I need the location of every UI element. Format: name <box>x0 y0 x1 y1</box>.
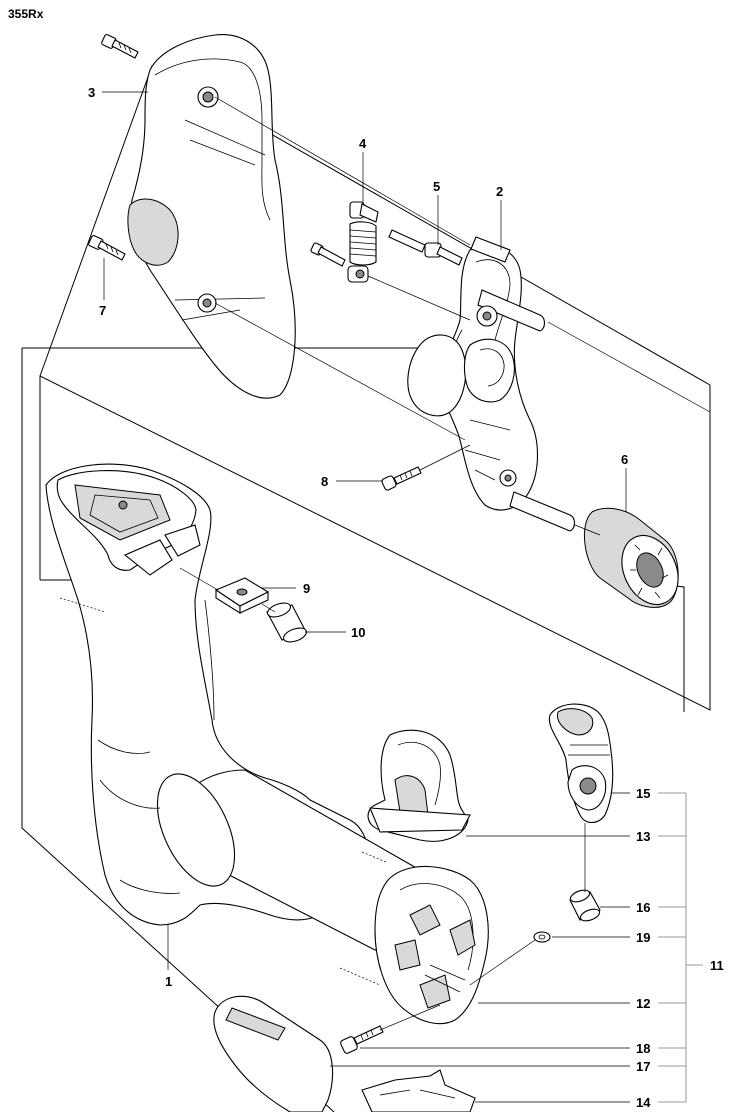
screw-left-small <box>310 242 346 267</box>
callout-3: 3 <box>88 85 95 100</box>
screw-18 <box>340 1025 384 1054</box>
callout-1: 1 <box>165 974 172 989</box>
callout-11: 11 <box>710 958 724 973</box>
part-6-damper <box>584 507 679 608</box>
callout-18: 18 <box>636 1041 650 1056</box>
part-5-pin <box>388 229 463 266</box>
callout-9: 9 <box>303 581 310 596</box>
callout-4: 4 <box>359 136 367 151</box>
screw-8 <box>381 466 422 491</box>
part-14-lever <box>361 1069 476 1112</box>
assembly-lines <box>59 96 711 1031</box>
part-12-clamp <box>374 866 489 1025</box>
model-label: 355Rx <box>8 7 44 21</box>
part-1-handle <box>45 463 440 955</box>
part-15-trigger <box>548 703 614 824</box>
part-10-bushing <box>266 602 308 643</box>
screw-top <box>101 34 139 59</box>
callout-labels: 1 2 3 4 5 6 7 8 9 10 11 12 13 14 15 16 1… <box>88 85 724 1110</box>
callout-7: 7 <box>99 303 106 318</box>
callout-12: 12 <box>636 996 650 1011</box>
callout-17: 17 <box>636 1059 650 1074</box>
callout-15: 15 <box>636 786 650 801</box>
callout-14: 14 <box>636 1095 651 1110</box>
callout-19: 19 <box>636 930 650 945</box>
part-2-bracket <box>407 236 576 532</box>
callout-10: 10 <box>351 625 365 640</box>
screw-7 <box>88 235 126 261</box>
callout-2: 2 <box>496 184 503 199</box>
callout-16: 16 <box>636 900 650 915</box>
part-17-grip <box>213 995 334 1112</box>
leader-lines <box>102 91 630 1103</box>
part-4-spring-screw <box>347 201 379 283</box>
callout-5: 5 <box>433 179 440 194</box>
assembly-plane-upper <box>39 65 711 711</box>
part-13-lock <box>367 729 471 842</box>
part-19-washer <box>533 931 551 943</box>
callout-6: 6 <box>621 452 628 467</box>
part-9-nut <box>214 577 270 614</box>
callout-8: 8 <box>321 474 328 489</box>
part-3-cover <box>127 34 296 399</box>
group-bracket-11 <box>658 792 703 1103</box>
callout-13: 13 <box>636 829 650 844</box>
part-16-pin <box>569 889 601 922</box>
